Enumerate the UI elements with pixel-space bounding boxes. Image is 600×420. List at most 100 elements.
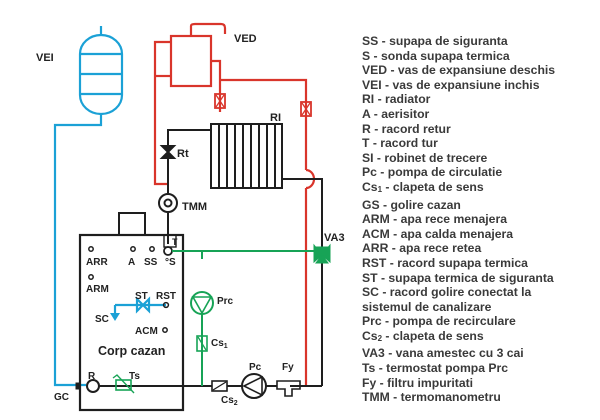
cs1-valve-slash (197, 336, 207, 351)
ved-valve-2-icon (300, 101, 312, 117)
legend-abbr: Cs (362, 328, 378, 343)
legend-abbr: RI (362, 92, 375, 107)
legend-item: SI - robinet de trecere (362, 151, 598, 166)
arr-label: ARR (86, 257, 108, 268)
prc-pump-icon (190, 291, 214, 315)
legend-abbr: VA3 (362, 346, 385, 361)
legend-description: - clapeta de sens (382, 179, 484, 194)
legend-abbr: SC (362, 285, 379, 300)
legend-description: - sonda supapa termica (370, 48, 510, 63)
legend-description: - apa calda menajera (389, 226, 514, 241)
ved-valve-1-cross (215, 94, 225, 108)
boiler-flue (118, 212, 146, 236)
vei-circuit (53, 26, 166, 387)
legend-abbr: RST (362, 255, 387, 270)
r-label: R (88, 371, 96, 382)
ved-right-pipe (211, 59, 222, 112)
gc-drain (75, 382, 81, 390)
legend-item: Pc - pompa de circulatie (362, 165, 598, 180)
st-valve-icon (135, 296, 151, 314)
legend-description: - termomanometru (389, 390, 501, 405)
tmm-gauge-icon (158, 193, 178, 213)
legend-description: - racord retur (370, 121, 451, 136)
acm-label: ACM (135, 326, 158, 337)
legend-item: ARR - apa rece retea (362, 241, 598, 256)
s-label: °S (165, 257, 176, 268)
ved-valve-1-icon (214, 93, 226, 109)
legend-item: S - sonda supapa termica (362, 49, 598, 64)
legend-abbr: A (362, 106, 371, 121)
ts-thermostat-arrow (112, 374, 135, 394)
legend-item: VED - vas de expansiune deschis (362, 63, 598, 78)
rst-port (162, 301, 170, 309)
ri-label: RI (270, 112, 281, 124)
st-label: ST (135, 291, 148, 302)
legend-description: - vana amestec cu 3 cai (384, 346, 524, 361)
fy-label: Fy (282, 362, 294, 373)
legend-item: TMM - termomanometru (362, 390, 598, 405)
tmm-gauge-inner (163, 198, 173, 208)
legend-description: - golire cazan (379, 197, 461, 212)
legend-description: - clapeta de sens (382, 328, 484, 343)
legend-item: Prc - pompa de recirculare (362, 314, 598, 329)
tmm-label: TMM (182, 201, 207, 213)
pc-pump-triangle (242, 375, 263, 397)
legend-description: - racord supapa termica (386, 255, 528, 270)
legend-abbr: VED (362, 63, 388, 78)
ved-expansion-vessel (169, 34, 213, 88)
ved-valve-2-cross (301, 102, 311, 116)
legend-abbr: T (362, 136, 370, 151)
sc-arrow-icon (110, 313, 120, 321)
legend-description: - vas de expansiune inchis (381, 77, 540, 92)
legend-description: - radiator (374, 92, 431, 107)
vei-pipe (53, 114, 103, 387)
cs2-label: Cs2 (221, 395, 238, 407)
cs1-check-valve-icon (196, 335, 208, 352)
a-port (130, 246, 136, 252)
legend-description: - racord golire conectat la (378, 285, 532, 300)
legend-item: ST - supapa termica de siguranta (362, 271, 598, 286)
a-label: A (128, 257, 135, 268)
legend-abbr: ARR (362, 241, 389, 256)
legend-abbr: Pc (362, 165, 377, 180)
legend-item: SS - supapa de siguranta (362, 34, 598, 49)
legend-item: Ts - termostat pompa Prc (362, 361, 598, 376)
legend-abbr: ARM (362, 212, 390, 227)
fy-filter-icon (276, 380, 301, 397)
radiator (210, 123, 283, 189)
legend-item: Fy - filtru impuritati (362, 376, 598, 391)
prc-label: Prc (217, 296, 234, 307)
legend-abbr: Ts (362, 361, 376, 376)
gc-label: GC (54, 392, 69, 403)
legend-abbr: GS (362, 197, 380, 212)
legend-description: - aerisitor (370, 106, 430, 121)
legend-description: - apa rece menajera (389, 212, 507, 227)
ts-label: Ts (129, 371, 140, 382)
legend-description: - apa rece retea (388, 241, 482, 256)
legend-abbr: SS (362, 34, 379, 48)
legend-abbr: ST (362, 270, 378, 285)
arm-port (88, 274, 94, 280)
legend-abbr: R (362, 121, 371, 136)
arm-label: ARM (86, 284, 109, 295)
legend-description: - vas de expansiune deschis (387, 63, 556, 78)
legend-description: - robinet de trecere (373, 150, 488, 165)
legend-subscript: 1 (377, 184, 383, 194)
legend-abbr: TMM (362, 390, 390, 405)
legend-item: Cs2 - clapeta de sens (362, 329, 598, 347)
legend-abbr: Prc (362, 314, 382, 329)
legend-item: ARM - apa rece menajera (362, 212, 598, 227)
ved-top-pipe (220, 78, 308, 170)
legend-item: R - racord retur (362, 122, 598, 137)
legend-description: - pompa de circulatie (376, 165, 503, 180)
ts-thermostat-icon (115, 379, 132, 391)
legend-abbr: Cs (362, 179, 378, 194)
recirculation-circuit (112, 243, 331, 394)
legend-item: ACM - apa calda menajera (362, 227, 598, 242)
arr-port (88, 246, 94, 252)
ved-left-pipe (153, 40, 171, 186)
legend-description: - filtru impuritati (376, 375, 474, 390)
